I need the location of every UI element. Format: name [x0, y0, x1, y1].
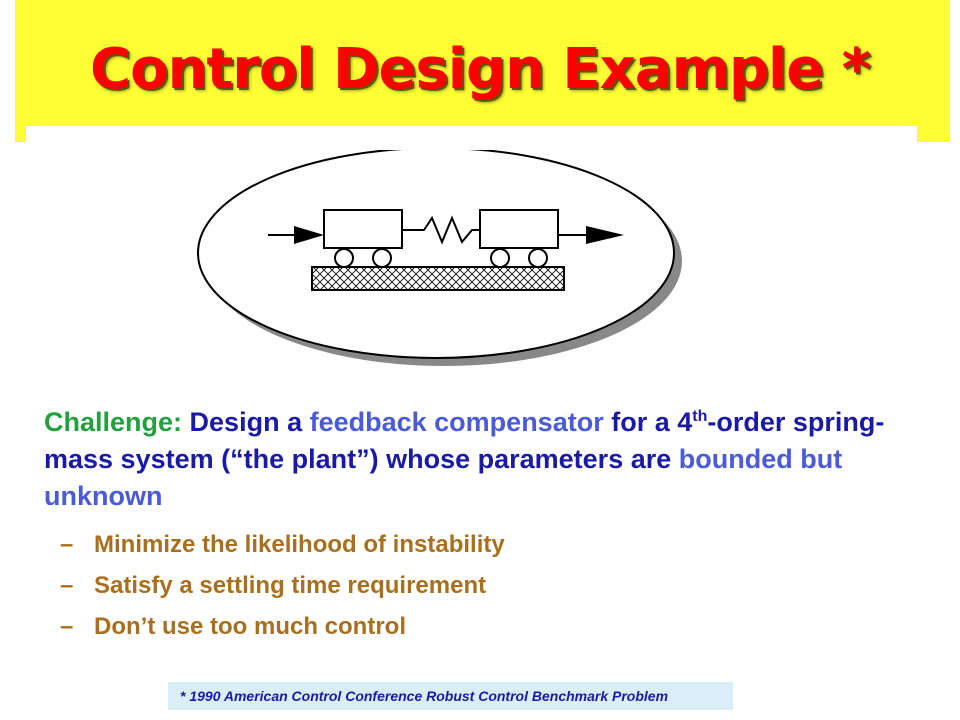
requirements-list: –Minimize the likelihood of instability … [60, 524, 505, 647]
bullet-dash: – [60, 531, 74, 558]
mass-1 [323, 209, 403, 249]
bullet-dash: – [60, 572, 74, 599]
bullet-text: Minimize the likelihood of instability [94, 531, 505, 558]
input-force-arrow [268, 226, 324, 244]
bullet-text: Satisfy a settling time requirement [94, 572, 487, 599]
challenge-highlight-1: feedback compensator [309, 407, 604, 437]
title-banner [15, 0, 950, 142]
challenge-paragraph: Challenge: Design a feedback compensator… [44, 404, 934, 515]
challenge-text-2: for a 4 [611, 407, 693, 437]
challenge-highlight-2: bounded but unknown [44, 444, 843, 511]
list-item: –Satisfy a settling time requirement [60, 565, 505, 606]
challenge-label: Challenge: [44, 407, 183, 437]
bullet-text: Don’t use too much control [94, 613, 406, 640]
order-superscript: th [692, 408, 708, 425]
slide-title: Control Design Example * [90, 37, 871, 102]
bullet-dash: – [60, 613, 74, 640]
list-item: –Minimize the likelihood of instability [60, 524, 505, 565]
spring-mass-diagram [197, 150, 682, 366]
output-arrow [558, 226, 624, 244]
footnote: * 1990 American Control Conference Robus… [168, 682, 733, 710]
list-item: –Don’t use too much control [60, 606, 505, 647]
mass-2 [479, 209, 559, 249]
ground-track [311, 266, 565, 291]
spring [402, 215, 480, 245]
challenge-text-3: -order spring-mass system (“the plant”) … [44, 407, 885, 474]
platform-ellipse [197, 150, 675, 359]
challenge-text-1: Design a [189, 407, 303, 437]
